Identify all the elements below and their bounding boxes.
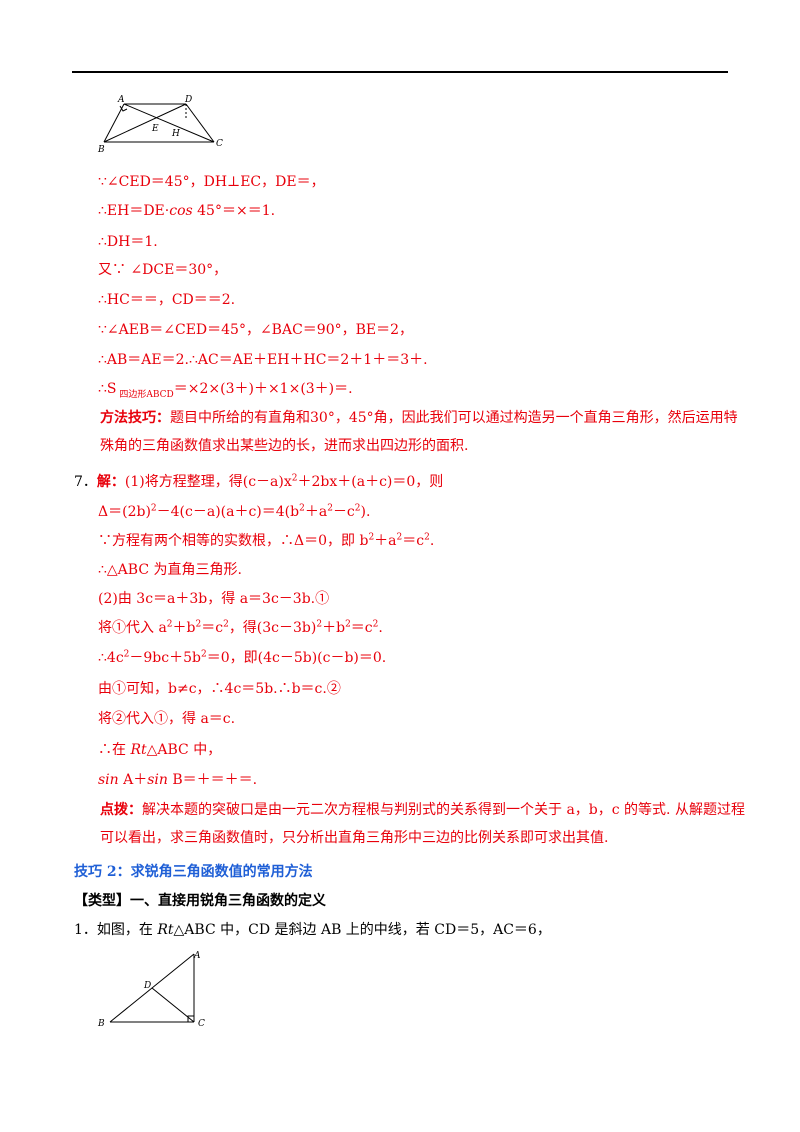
method-tip: 方法技巧：题目中所给的有直角和30°，45°角，因此我们可以通过构造另一个直角三… bbox=[100, 410, 738, 454]
solution-line-5: ∴HC＝＝，CD＝＝2. bbox=[98, 292, 236, 308]
solution-line-2: ∴EH＝DE·cos 45°＝×＝1. bbox=[98, 203, 276, 219]
q7-line-11: sin A＋sin B＝＋＝＋＝. bbox=[98, 772, 258, 788]
solution-line-3: ∴DH＝1. bbox=[98, 234, 158, 250]
solution-line-4: 又∵ ∠DCE＝30°， bbox=[98, 262, 228, 278]
skill-heading: 技巧 2：求锐角三角函数值的常用方法 bbox=[74, 864, 313, 880]
q7-line-9: 将②代入①，得 a＝c. bbox=[98, 711, 236, 727]
fig2-label-c: C bbox=[198, 1019, 205, 1029]
solution-line-8: ∴S 四边形ABCD＝×2×(3＋)＋×1×(3＋)＝. bbox=[98, 381, 353, 400]
fig2-label-d: D bbox=[143, 981, 151, 991]
q7-line-6: 将①代入 a2＋b2＝c2，得(3c－3b)2＋b2＝c2. bbox=[98, 619, 383, 636]
problem-1-text: 1．如图，在 Rt△ABC 中，CD 是斜边 AB 上的中线，若 CD＝5，AC… bbox=[74, 922, 551, 938]
right-triangle-figure: A D B C bbox=[97, 951, 205, 1029]
q7-line-7: ∴4c2－9bc＋5b2＝0，即(4c－5b)(c－b)＝0. bbox=[98, 649, 387, 666]
fig2-label-b: B bbox=[97, 1019, 105, 1029]
fig1-label-e: E bbox=[151, 124, 159, 134]
q7-line-3: ∵方程有两个相等的实数根，∴Δ＝0，即 b2＋a2＝c2. bbox=[98, 532, 435, 549]
type-heading: 【类型】一、直接用锐角三角函数的定义 bbox=[74, 893, 326, 909]
fig1-label-h: H bbox=[171, 129, 180, 139]
q7-line-10: ∴在 Rt△ABC 中， bbox=[98, 742, 222, 758]
solution-line-7: ∴AB＝AE＝2.∴AC＝AE＋EH＋HC＝2＋1＋＝3＋. bbox=[98, 352, 428, 368]
fig1-label-a: A bbox=[117, 95, 125, 105]
quadrilateral-figure: A D E H B C bbox=[97, 95, 223, 154]
solution-line-1: ∵∠CED＝45°，DH⊥EC，DE＝， bbox=[98, 174, 325, 190]
q7-line-4: ∴△ABC 为直角三角形. bbox=[98, 562, 242, 578]
fig1-label-c: C bbox=[216, 139, 223, 149]
fig1-label-b: B bbox=[97, 145, 105, 154]
q7-line-2: Δ＝(2b)2－4(c－a)(a＋c)＝4(b2＋a2－c2). bbox=[98, 503, 371, 520]
fig1-label-d: D bbox=[184, 95, 192, 105]
hint-note: 点拨：解决本题的突破口是由一元二次方程根与判别式的关系得到一个关于 a，b，c … bbox=[100, 802, 745, 846]
q7-line-8: 由①可知，b≠c，∴4c＝5b.∴b＝c.② bbox=[98, 681, 341, 697]
header-rule bbox=[72, 71, 728, 73]
solution-line-6: ∵∠AEB＝∠CED＝45°，∠BAC＝90°，BE＝2， bbox=[98, 322, 414, 338]
q7-line-5: (2)由 3c＝a＋3b，得 a＝3c－3b.① bbox=[98, 591, 330, 607]
q7-line-1: 7．解：(1)将方程整理，得(c－a)x2＋2bx＋(a＋c)＝0，则 bbox=[74, 473, 444, 490]
fig2-label-a: A bbox=[193, 951, 201, 961]
